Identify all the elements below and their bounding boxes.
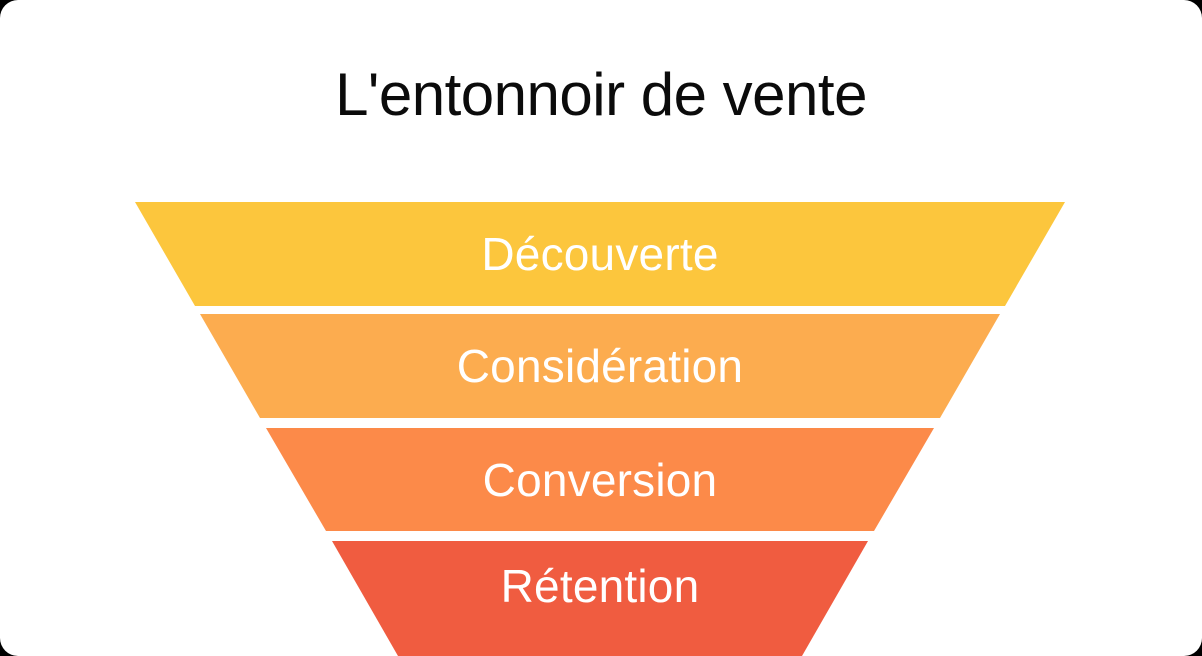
funnel-stage-label: Découverte — [481, 228, 719, 280]
funnel-stage-consideration: Considération — [200, 314, 1000, 418]
funnel-stage-label: Considération — [456, 340, 744, 392]
funnel-stage-label: Rétention — [500, 559, 700, 612]
sales-funnel-diagram: Découverte Considération Conversion Réte… — [135, 202, 1065, 656]
funnel-stage-retention: Rétention — [332, 541, 868, 656]
funnel-stage-decouverte: Découverte — [135, 202, 1065, 306]
funnel-stage-conversion: Conversion — [266, 428, 934, 531]
page-title: L'entonnoir de vente — [335, 61, 867, 128]
funnel-stage-label: Conversion — [482, 453, 718, 506]
